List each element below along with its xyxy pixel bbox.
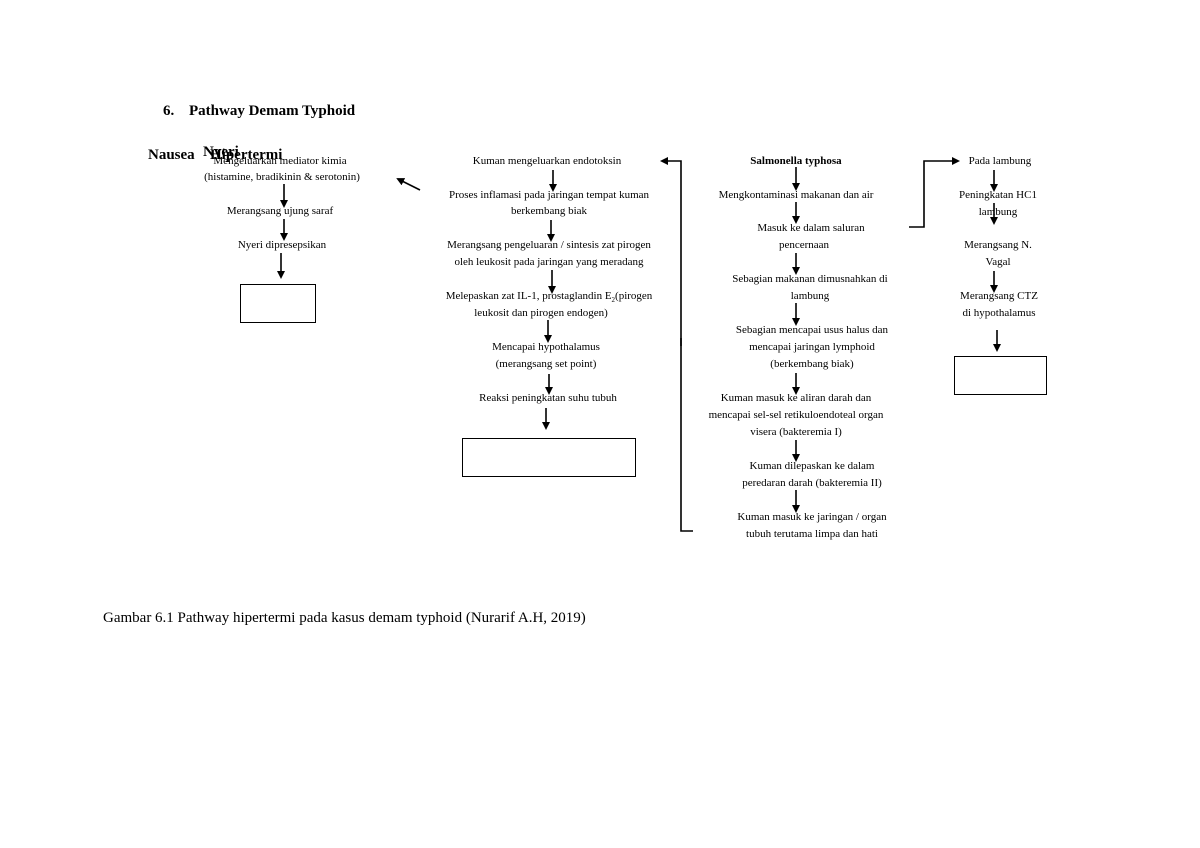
section-title: Pathway Demam Typhoid bbox=[189, 103, 356, 119]
sal-step-usus-cont: mencapai jaringan lymphoid bbox=[749, 341, 875, 353]
nyeri-step-dipresepsikan: Nyeri dipresepsikan bbox=[237, 239, 327, 251]
hip-step-il1-text: Melepaskan zat IL-1, prostaglandin E bbox=[445, 290, 612, 302]
diagnosis-nausea: Nausea bbox=[148, 147, 195, 163]
nyeri-step-ujung-saraf: Merangsang ujung saraf bbox=[226, 205, 334, 217]
hip-step-pirogen-cont: oleh leukosit pada jaringan yang meradan… bbox=[454, 256, 644, 268]
sal-step-aliran-darah: Kuman masuk ke aliran darah dan bbox=[720, 392, 872, 404]
hip-step-endotoksin: Kuman mengeluarkan endotoksin bbox=[472, 155, 622, 167]
sal-step-usus: Sebagian mencapai usus halus dan bbox=[735, 324, 889, 336]
hip-step-set-point: (merangsang set point) bbox=[495, 358, 597, 370]
sal-step-bakteremia-2: peredaran darah (bakteremia II) bbox=[742, 477, 882, 489]
nau-step-hcl-cont: lambung bbox=[978, 206, 1018, 218]
nau-step-ctz: Merangsang CTZ bbox=[960, 290, 1038, 302]
hipertermi-result-box bbox=[462, 438, 636, 477]
nau-step-vagal-cont: Vagal bbox=[985, 256, 1011, 268]
sal-step-organ-cont: tubuh terutama limpa dan hati bbox=[746, 528, 878, 540]
sal-step-aliran-darah-cont: mencapai sel-sel retikuloendoteal organ bbox=[708, 409, 884, 421]
diagnosis-hipertermi: Hipertermi bbox=[210, 147, 283, 163]
hip-step-inflamasi: Proses inflamasi pada jaringan tempat ku… bbox=[448, 189, 650, 201]
sal-title: Salmonella typhosa bbox=[750, 155, 842, 167]
nyeri-step-mediator: Mengeluarkan mediator kimia bbox=[213, 155, 347, 167]
return-arrow-to-endotoksin bbox=[660, 157, 693, 532]
hip-step-il1-sub: 2 bbox=[611, 296, 616, 305]
branch-arrow-to-lambung bbox=[909, 157, 960, 228]
hip-step-il1-cont: leukosit dan pirogen endogen) bbox=[474, 307, 608, 319]
hip-step-inflamasi-cont: berkembang biak bbox=[510, 205, 588, 217]
sal-step-usus-note: (berkembang biak) bbox=[770, 358, 854, 370]
hip-step-hypothalamus: Mencapai hypothalamus bbox=[492, 341, 600, 353]
nau-step-vagal: Merangsang N. bbox=[964, 239, 1032, 251]
hip-step-il1: Melepaskan zat IL-1, prostaglandin E2(pi… bbox=[446, 288, 653, 309]
nyeri-result-box bbox=[240, 284, 316, 323]
sal-step-kontaminasi: Mengkontaminasi makanan dan air bbox=[718, 189, 874, 201]
hip-step-suhu: Reaksi peningkatan suhu tubuh bbox=[479, 392, 617, 404]
sal-step-lambung-cont: lambung bbox=[790, 290, 830, 302]
nau-step-ctz-cont: di hypothalamus bbox=[962, 307, 1036, 319]
sal-step-organ: Kuman masuk ke jaringan / organ bbox=[737, 511, 887, 523]
nau-step-hcl: Peningkatan HC1 bbox=[959, 189, 1037, 201]
section-number: 6. bbox=[163, 103, 175, 119]
hip-step-il1-tail: (pirogen bbox=[615, 290, 653, 302]
nau-step-lambung: Pada lambung bbox=[968, 155, 1032, 167]
nausea-result-box bbox=[954, 356, 1047, 395]
sal-step-bakteremia-1: visera (bakteremia I) bbox=[750, 426, 842, 438]
sal-step-saluran-cont: pencernaan bbox=[778, 239, 830, 251]
sal-step-dilepaskan: Kuman dilepaskan ke dalam bbox=[749, 460, 875, 472]
figure-caption: Gambar 6.1 Pathway hipertermi pada kasus… bbox=[103, 610, 586, 626]
hip-step-pirogen: Merangsang pengeluaran / sintesis zat pi… bbox=[447, 239, 651, 251]
nyeri-step-mediator-detail: (histamine, bradikinin & serotonin) bbox=[204, 171, 360, 183]
diagnosis-nyeri: Nyeri bbox=[203, 144, 239, 160]
sal-step-saluran: Masuk ke dalam saluran bbox=[757, 222, 865, 234]
sal-step-lambung: Sebagian makanan dimusnahkan di bbox=[732, 273, 888, 285]
section-heading: 6. Pathway Demam Typhoid bbox=[163, 103, 355, 120]
arrow-inflamasi-to-nyeri bbox=[396, 178, 421, 191]
